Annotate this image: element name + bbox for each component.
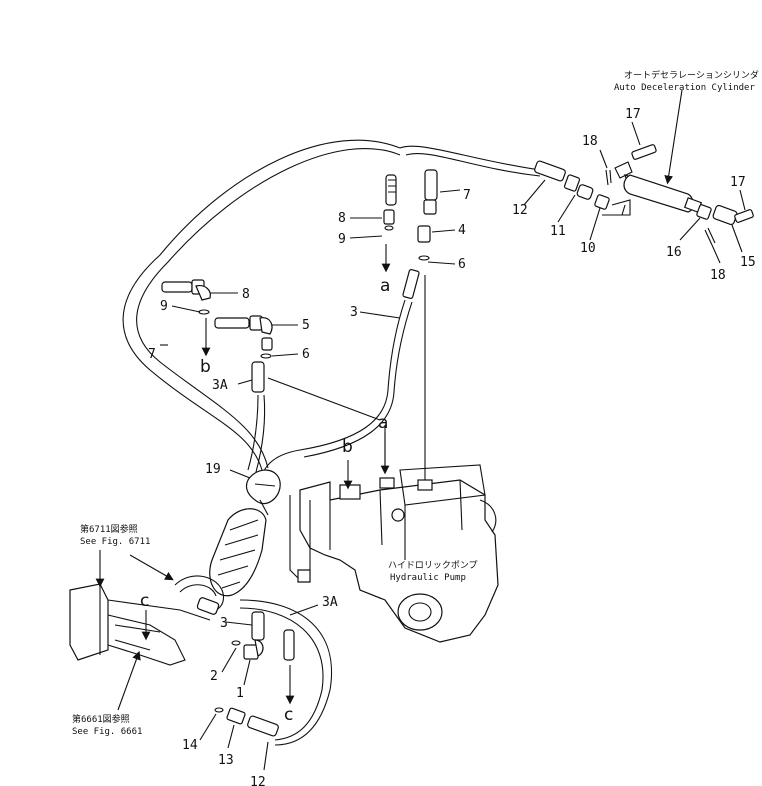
callout-6-top: 6 <box>458 257 466 272</box>
callout-8-left: 8 <box>242 287 250 302</box>
hose-protector-wrap <box>174 508 267 612</box>
hose-clamp-19 <box>245 469 281 516</box>
callout-5: 5 <box>302 318 310 333</box>
callout-2: 2 <box>210 669 218 684</box>
hose-lines <box>122 139 541 746</box>
callout-7-top: 7 <box>463 188 471 203</box>
callout-14: 14 <box>182 738 198 753</box>
callout-16: 16 <box>666 245 682 260</box>
caption-pump-jp: ハイドロリックポンプ <box>388 560 478 571</box>
caption-fig6711-jp: 第6711図参照 <box>80 523 138 535</box>
connection-letters: a b a b c c <box>140 276 390 725</box>
callout-12-bottom: 12 <box>250 775 266 786</box>
caption-cylinder-jp: オートデセラレーションシリンダ <box>624 69 759 81</box>
letter-a-right: a <box>378 413 388 433</box>
callout-6-left: 6 <box>302 347 310 362</box>
callout-3A-left: 3A <box>212 378 228 393</box>
part-callouts: 7 8 9 4 6 3 8 9 5 6 7 3A 19 12 11 10 18 … <box>148 107 756 786</box>
callout-3-top: 3 <box>350 305 358 320</box>
control-valve-block <box>69 583 220 666</box>
callout-9-left: 9 <box>160 299 168 314</box>
letter-c-bottom: c <box>284 705 293 725</box>
caption-pump-en: Hydraulic Pump <box>390 573 466 583</box>
caption-fig6711-en: See Fig. 6711 <box>80 537 150 547</box>
leader-lines <box>95 89 746 771</box>
callout-13: 13 <box>218 753 234 768</box>
callout-19: 19 <box>205 462 221 477</box>
callout-1: 1 <box>236 686 244 701</box>
callout-15: 15 <box>740 255 756 270</box>
callout-7-left: 7 <box>148 347 156 362</box>
callout-10: 10 <box>580 241 596 256</box>
hydraulic-pump <box>289 464 499 643</box>
callout-17-right: 17 <box>730 175 746 190</box>
letter-b-pump: b <box>342 437 353 457</box>
fittings <box>161 144 754 737</box>
caption-cylinder-en: Auto Deceleration Cylinder <box>614 83 755 93</box>
callout-17-top: 17 <box>625 107 641 122</box>
letter-a-mid: a <box>380 276 390 296</box>
captions: オートデセラレーションシリンダ Auto Deceleration Cylind… <box>72 69 759 737</box>
callout-9-top: 9 <box>338 232 346 247</box>
callout-11: 11 <box>550 224 566 239</box>
callout-4: 4 <box>458 223 466 238</box>
caption-fig6661-en: See Fig. 6661 <box>72 727 142 737</box>
callout-18-bottom: 18 <box>710 268 726 283</box>
letter-c-left: c <box>140 591 149 611</box>
letter-b-left: b <box>200 357 211 377</box>
callout-8-top: 8 <box>338 211 346 226</box>
callout-12-top: 12 <box>512 203 528 218</box>
callout-3-bottom: 3 <box>220 616 228 631</box>
auto-deceleration-cylinder <box>611 161 703 216</box>
callout-18-top: 18 <box>582 134 598 149</box>
callout-3A-bottom: 3A <box>322 595 338 610</box>
caption-fig6661-jp: 第6661図参照 <box>72 713 130 725</box>
